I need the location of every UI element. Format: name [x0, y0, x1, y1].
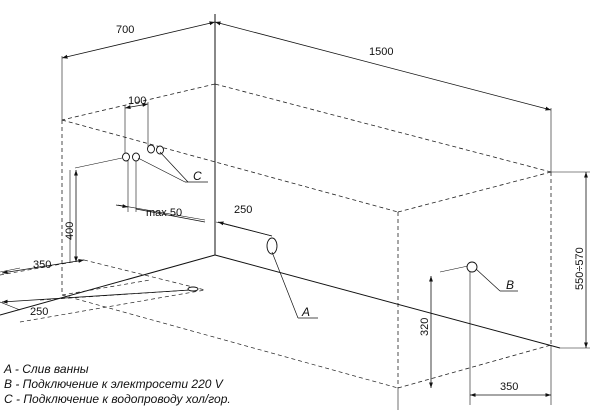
- drain-point: [266, 237, 278, 255]
- legend-item-c: C - Подключение к водопроводу хол/гор.: [4, 392, 231, 406]
- dim-1500: 1500: [369, 46, 393, 58]
- dim-350-left: 350: [33, 259, 51, 271]
- water-inlet-4: [156, 145, 164, 155]
- dim-400: 400: [64, 222, 76, 240]
- callout-leaders: [137, 151, 518, 319]
- water-inlet-3: [147, 144, 155, 154]
- water-inlet-1: [122, 152, 130, 162]
- electric-point: [466, 261, 478, 273]
- water-inlet-2: [132, 152, 140, 162]
- wall-corner-lines: [0, 14, 561, 349]
- connection-points: [122, 144, 478, 292]
- dim-350-bottom: 350: [500, 381, 518, 393]
- callout-b: B: [506, 278, 514, 292]
- dim-550-570: 550÷570: [574, 247, 586, 290]
- legend: A - Слив ванны B - Подключение к электро…: [4, 362, 231, 407]
- floor-drain: [187, 286, 199, 292]
- legend-item-a: A - Слив ванны: [4, 362, 89, 376]
- legend-item-b: B - Подключение к электросети 220 V: [4, 377, 223, 391]
- callout-a: A: [301, 305, 310, 319]
- extension-lines: [0, 20, 590, 410]
- dimension-lines: [1, 21, 588, 397]
- callout-c: C: [193, 169, 202, 183]
- dim-700: 700: [116, 24, 134, 36]
- dim-100: 100: [128, 95, 146, 107]
- dim-250-drain: 250: [234, 204, 252, 216]
- bathtub-box-outline: [61, 83, 552, 389]
- dim-320: 320: [419, 318, 431, 336]
- dim-250-left: 250: [30, 306, 48, 318]
- dim-max-50: max 50: [146, 207, 182, 219]
